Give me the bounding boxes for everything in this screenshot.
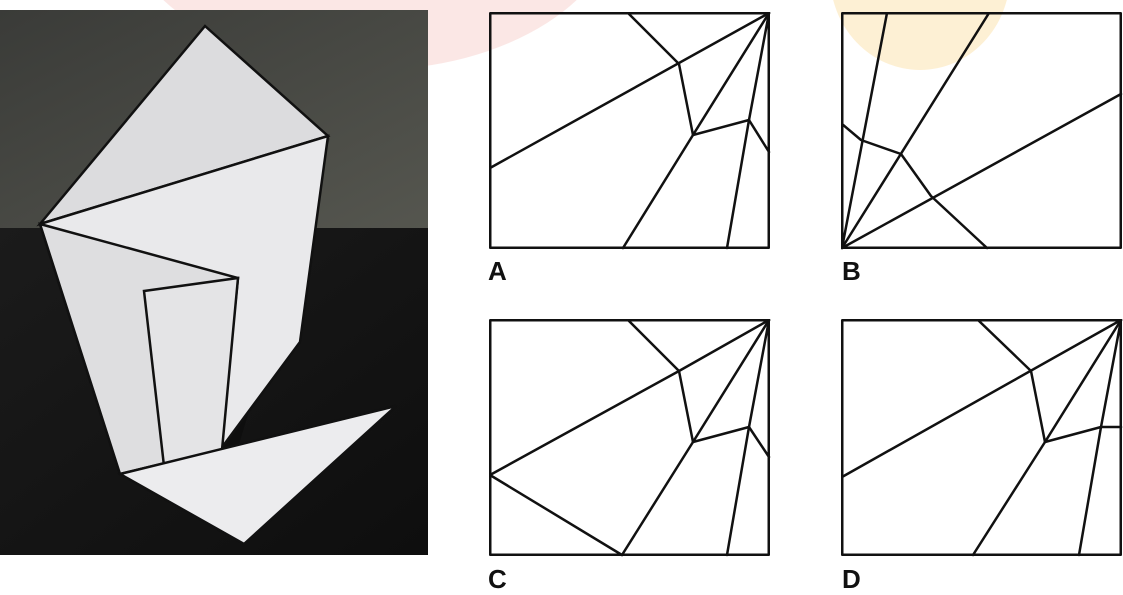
crease-b-lower-fold xyxy=(842,124,987,248)
crease-a-long-diagonal xyxy=(490,13,769,168)
crease-border-b xyxy=(842,13,1121,248)
crease-pattern-b xyxy=(841,12,1123,250)
crease-border-a xyxy=(490,13,769,248)
crease-border-c xyxy=(490,320,769,555)
crease-a-edge xyxy=(749,120,769,152)
option-label-d: D xyxy=(842,566,861,592)
folded-paper-photo xyxy=(0,10,428,555)
crease-pattern-c xyxy=(489,319,771,557)
crease-c-lower-middle xyxy=(622,442,693,555)
option-label-a: A xyxy=(488,258,507,284)
crease-c-edge xyxy=(749,427,769,457)
crease-a-lower-left xyxy=(623,135,693,248)
crease-d-lower-left xyxy=(973,442,1045,555)
crease-c-long-diagonal xyxy=(490,320,769,475)
crease-c-lower-left xyxy=(490,475,622,555)
crease-a-upper-fold xyxy=(628,13,769,135)
option-label-b: B xyxy=(842,258,861,284)
crease-d-lower-right xyxy=(1079,427,1101,555)
crease-d-upper-fold xyxy=(978,320,1121,442)
crease-c-lower-right xyxy=(727,427,749,555)
crease-c-upper-fold xyxy=(628,320,769,442)
crease-d-long-diagonal xyxy=(842,320,1121,477)
crease-a-lower-right xyxy=(727,120,749,248)
crease-pattern-a xyxy=(489,12,771,250)
crease-b-right-ray xyxy=(842,94,1121,248)
crease-border-d xyxy=(842,320,1121,555)
crease-pattern-d xyxy=(841,319,1123,557)
option-label-c: C xyxy=(488,566,507,592)
